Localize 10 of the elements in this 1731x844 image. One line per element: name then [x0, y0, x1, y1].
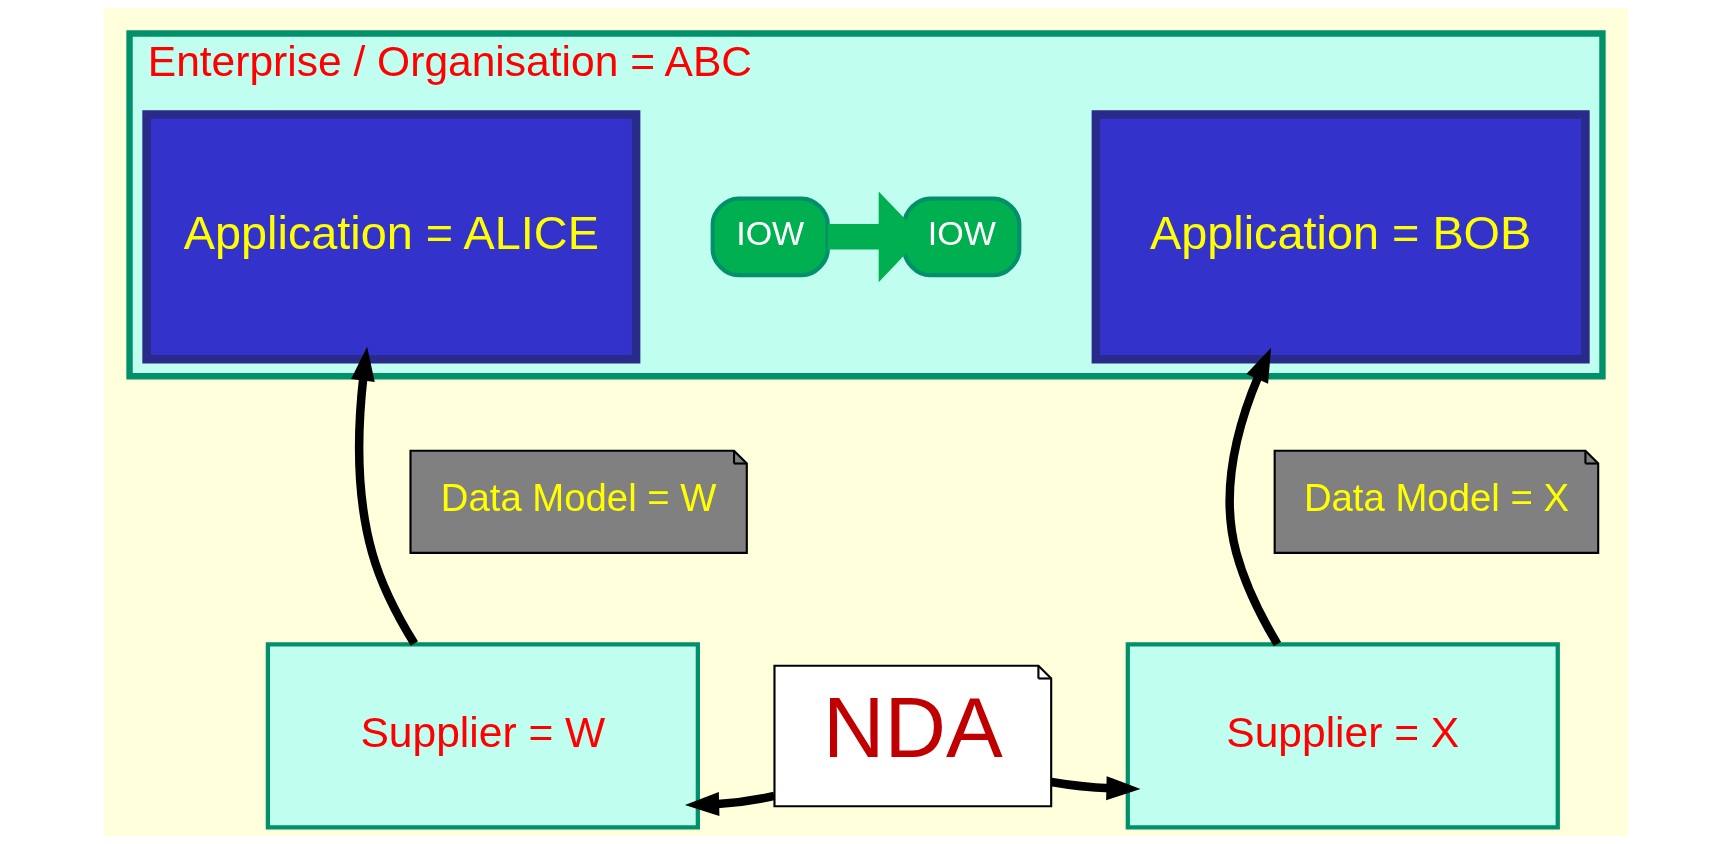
- node-box: IOW: [710, 196, 830, 278]
- node-box: Supplier = X: [1125, 642, 1560, 830]
- arrow: [1225, 347, 1281, 647]
- node-box: IOW: [901, 196, 1021, 278]
- node-box: Application = ALICE: [141, 110, 640, 364]
- arrow: [350, 346, 418, 646]
- arrow: [1050, 776, 1141, 801]
- arrow: [684, 791, 775, 816]
- node-box: Application = BOB: [1091, 110, 1590, 364]
- node-box: Supplier = W: [265, 642, 700, 830]
